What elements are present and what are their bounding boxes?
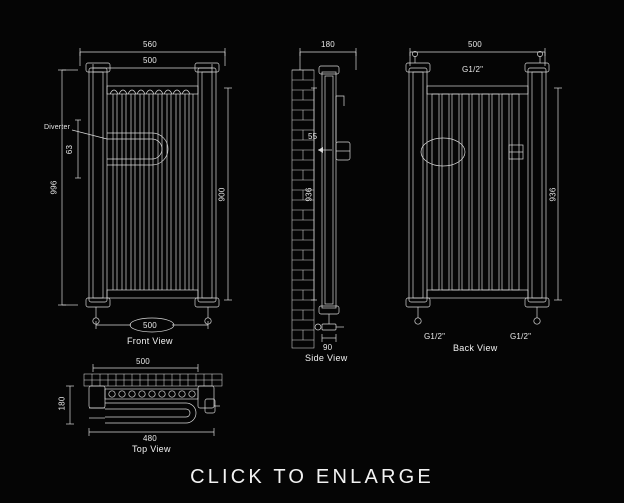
back-dim-500-label: 500 bbox=[468, 40, 482, 49]
top-view-name: Top View bbox=[132, 444, 171, 454]
back-connection-bottom-left-label: G1/2" bbox=[424, 332, 446, 341]
top-dim-180-label: 180 bbox=[57, 396, 67, 411]
top-dim-480 bbox=[88, 428, 215, 436]
side-dim-55 bbox=[318, 147, 332, 153]
front-dim-560 bbox=[79, 48, 226, 66]
front-dim-500-bottom-label: 500 bbox=[143, 321, 157, 330]
front-tubes bbox=[112, 94, 194, 290]
diverter-callout-label: Diverter bbox=[44, 124, 71, 131]
side-wall bbox=[291, 69, 315, 349]
front-dim-63-label: 63 bbox=[65, 144, 75, 155]
front-top-arches bbox=[109, 89, 191, 95]
back-connections bbox=[412, 51, 543, 325]
back-connection-bottom-right-label: G1/2" bbox=[510, 332, 532, 341]
side-foot bbox=[314, 314, 344, 331]
back-detail-oval bbox=[420, 137, 524, 167]
side-body bbox=[318, 65, 340, 315]
front-diverter-leader bbox=[71, 129, 108, 140]
side-bracket bbox=[335, 95, 351, 161]
back-connection-top-label: G1/2" bbox=[462, 65, 484, 74]
top-wall-band bbox=[83, 373, 223, 387]
top-dim-500 bbox=[92, 364, 199, 372]
front-diverter-loop bbox=[107, 132, 169, 166]
front-dim-996 bbox=[58, 69, 78, 306]
top-dim-180 bbox=[66, 385, 74, 425]
side-dim-180-label: 180 bbox=[321, 40, 335, 49]
back-dim-936-label: 936 bbox=[548, 187, 558, 202]
side-dim-90-label: 90 bbox=[323, 343, 333, 352]
front-frame bbox=[85, 62, 220, 308]
click-to-enlarge-label[interactable]: CLICK TO ENLARGE bbox=[190, 466, 434, 488]
side-dim-936 bbox=[311, 87, 317, 301]
top-body bbox=[88, 385, 220, 424]
front-dim-900-label: 900 bbox=[217, 187, 227, 202]
side-dim-55-label: 55 bbox=[308, 132, 318, 141]
front-dim-900 bbox=[224, 87, 232, 301]
back-dim-500 bbox=[409, 48, 546, 66]
side-dim-936-label: 936 bbox=[304, 187, 314, 202]
front-dim-560-label: 560 bbox=[143, 40, 157, 49]
top-dim-500-label: 500 bbox=[136, 357, 150, 366]
front-dim-500-bottom bbox=[95, 317, 209, 333]
back-frame bbox=[405, 62, 550, 308]
back-view-name: Back View bbox=[453, 343, 498, 353]
top-dim-480-label: 480 bbox=[143, 434, 157, 443]
side-dim-90 bbox=[321, 334, 337, 342]
side-view-name: Side View bbox=[305, 353, 348, 363]
front-dim-500-top bbox=[92, 64, 213, 72]
side-dim-180 bbox=[299, 48, 357, 70]
front-dim-996-label: 996 bbox=[49, 180, 59, 195]
front-dim-500-top-label: 500 bbox=[143, 56, 157, 65]
front-dim-63 bbox=[75, 119, 81, 179]
back-tubes bbox=[431, 93, 520, 291]
back-dim-936 bbox=[554, 87, 562, 301]
front-view-name: Front View bbox=[127, 336, 173, 346]
